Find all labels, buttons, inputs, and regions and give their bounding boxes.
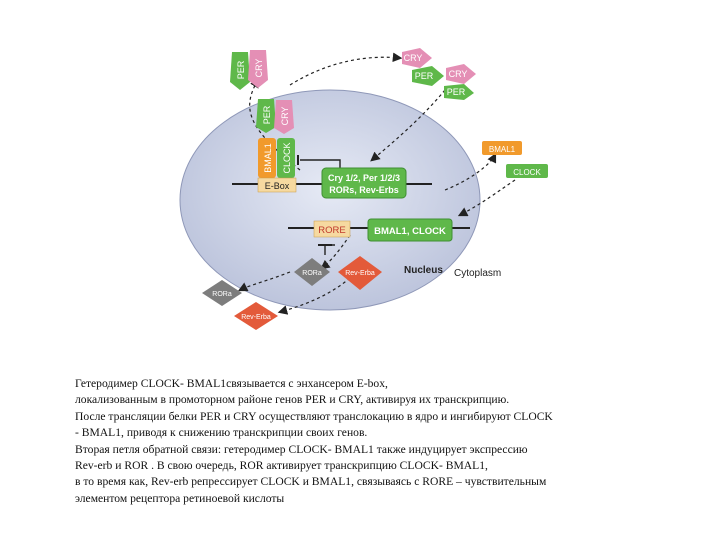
- bmal1-vertical-box: BMAL1: [258, 138, 276, 178]
- inhibition-arrow-top: [300, 159, 341, 170]
- cry-pentagon-cyto-3: CRY: [446, 64, 476, 84]
- target-genes-box: Cry 1/2, Per 1/2/3 RORs, Rev-Erbs: [321, 167, 407, 199]
- svg-text:Rev-Erba: Rev-Erba: [345, 270, 375, 277]
- per-pentagon-cyto-1: PER: [230, 52, 250, 90]
- svg-text:CRY: CRY: [449, 69, 468, 79]
- caption-line: Вторая петля обратной связи: гетеродимер…: [75, 442, 528, 456]
- caption-line: локализованным в промоторном районе гено…: [75, 393, 510, 407]
- caption-line: элементом рецептора ретиноевой кислоты: [75, 491, 285, 505]
- reverb-diamond-cyto: Rev-Erba: [234, 302, 278, 330]
- caption-line: Гетеродимер CLOCK- BMAL1связывается с эн…: [75, 377, 388, 390]
- clock-vertical-box: CLOCK: [277, 138, 295, 178]
- ebox-element: E-Box: [257, 177, 297, 193]
- arrow-per-into-nucleus: [370, 89, 446, 162]
- svg-text:BMAL1, CLOCK: BMAL1, CLOCK: [374, 226, 446, 237]
- clock-cyto-box: CLOCK: [506, 164, 548, 178]
- svg-text:BMAL1: BMAL1: [489, 145, 516, 154]
- bmal1-clock-gene-box: BMAL1, CLOCK: [367, 218, 453, 242]
- svg-text:Rev-Erba: Rev-Erba: [241, 314, 271, 321]
- svg-text:CRY: CRY: [280, 107, 290, 126]
- per-pentagon-cyto-3: PER: [444, 84, 474, 100]
- cry-pentagon-nucleus: CRY: [274, 100, 294, 134]
- cytoplasm-label: Cytoplasm: [454, 268, 501, 279]
- cry-pentagon-cyto-1: CRY: [248, 50, 268, 88]
- svg-text:RORE: RORE: [318, 225, 345, 236]
- arrow-to-diamonds: [320, 234, 351, 270]
- svg-text:RORa: RORa: [212, 291, 232, 298]
- svg-text:BMAL1: BMAL1: [263, 143, 273, 173]
- nucleus-label: Nucleus: [404, 265, 443, 276]
- svg-text:PER: PER: [236, 60, 246, 79]
- svg-text:CLOCK: CLOCK: [513, 168, 541, 177]
- rora-diamond-nucleus: RORa: [294, 258, 330, 286]
- caption-line: Rev-erb и ROR . В свою очередь, ROR акти…: [75, 459, 488, 473]
- svg-text:PER: PER: [262, 105, 272, 124]
- caption-line: После трансляции белки PER и CRY осущест…: [75, 409, 553, 423]
- bmal1-cyto-box: BMAL1: [482, 141, 522, 155]
- svg-text:RORa: RORa: [302, 270, 322, 277]
- caption-line: - BMAL1, приводя к снижению транскрипции…: [75, 426, 368, 440]
- arrow-reverb-out: [277, 277, 351, 315]
- arrow-to-bmal1-cyto: [444, 152, 497, 191]
- cry-pentagon-cyto-2: CRY: [402, 48, 432, 68]
- svg-text:E-Box: E-Box: [265, 181, 290, 191]
- arrow-to-per-cry-cluster: [289, 52, 403, 86]
- rore-element: RORE: [313, 220, 351, 238]
- svg-text:RORs, Rev-Erbs: RORs, Rev-Erbs: [329, 185, 399, 195]
- arrow-clock-in: [457, 179, 516, 217]
- svg-text:PER: PER: [447, 87, 466, 97]
- svg-text:CRY: CRY: [404, 53, 423, 63]
- svg-text:CRY: CRY: [254, 59, 264, 78]
- per-pentagon-nucleus: PER: [256, 99, 276, 133]
- caption-line: в то время как, Rev-erb репрессирует CLO…: [75, 475, 547, 489]
- svg-text:CLOCK: CLOCK: [282, 142, 292, 173]
- caption-text: Гетеродимер CLOCK- BMAL1связывается с эн…: [75, 376, 690, 507]
- arrow-rora-out: [237, 271, 291, 292]
- reverb-diamond-nucleus: Rev-Erba: [338, 256, 382, 290]
- per-pentagon-cyto-2: PER: [412, 66, 444, 86]
- rora-diamond-cyto: RORa: [202, 280, 242, 306]
- svg-text:Cry 1/2, Per 1/2/3: Cry 1/2, Per 1/2/3: [328, 173, 400, 183]
- nucleus-ellipse: [179, 89, 481, 311]
- svg-text:PER: PER: [415, 71, 434, 81]
